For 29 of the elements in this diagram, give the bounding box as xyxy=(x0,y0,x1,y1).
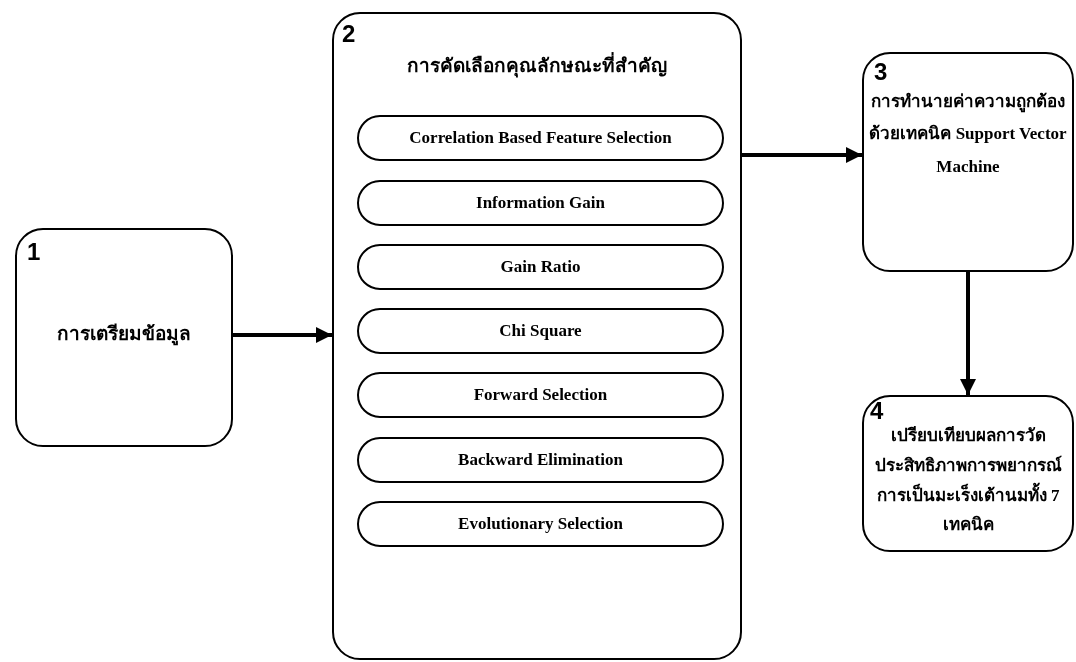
step-title: การเตรียมข้อมูล xyxy=(56,322,192,347)
arrow xyxy=(742,147,862,163)
method-pill xyxy=(357,115,724,161)
arrow xyxy=(960,272,976,395)
step-number: 2 xyxy=(342,22,356,46)
method-pill xyxy=(357,244,724,290)
process-box xyxy=(862,395,1074,552)
process-box xyxy=(862,52,1074,272)
arrow xyxy=(233,327,332,343)
step-title: การคัดเลือกคุณลักษณะที่สำคัญ xyxy=(344,54,730,79)
method-label: Correlation Based Feature Selection xyxy=(409,128,672,148)
step-number: 1 xyxy=(27,240,41,264)
method-label: Information Gain xyxy=(476,193,605,213)
method-label: Evolutionary Selection xyxy=(458,514,623,534)
step-title: การทำนายค่าความถูกต้องด้วยเทคนิค Support Vector Machine xyxy=(868,91,1068,178)
process-box xyxy=(15,228,233,447)
method-label: Backward Elimination xyxy=(458,450,623,470)
method-label: Forward Selection xyxy=(473,385,608,405)
step-number: 3 xyxy=(874,60,888,84)
step-title: เปรียบเทียบผลการวัดประสิทธิภาพการพยากรณ์การเป็นมะเร็งเต้านมทั้ง 7 เทคนิค xyxy=(873,425,1063,537)
process-box xyxy=(332,12,742,660)
method-label: Chi Square xyxy=(499,321,582,341)
step-number: 4 xyxy=(870,399,884,423)
method-pill xyxy=(357,372,724,418)
method-pill xyxy=(357,308,724,354)
method-label: Gain Ratio xyxy=(500,257,581,277)
method-pill xyxy=(357,437,724,483)
method-pill xyxy=(357,501,724,547)
method-pill xyxy=(357,180,724,226)
